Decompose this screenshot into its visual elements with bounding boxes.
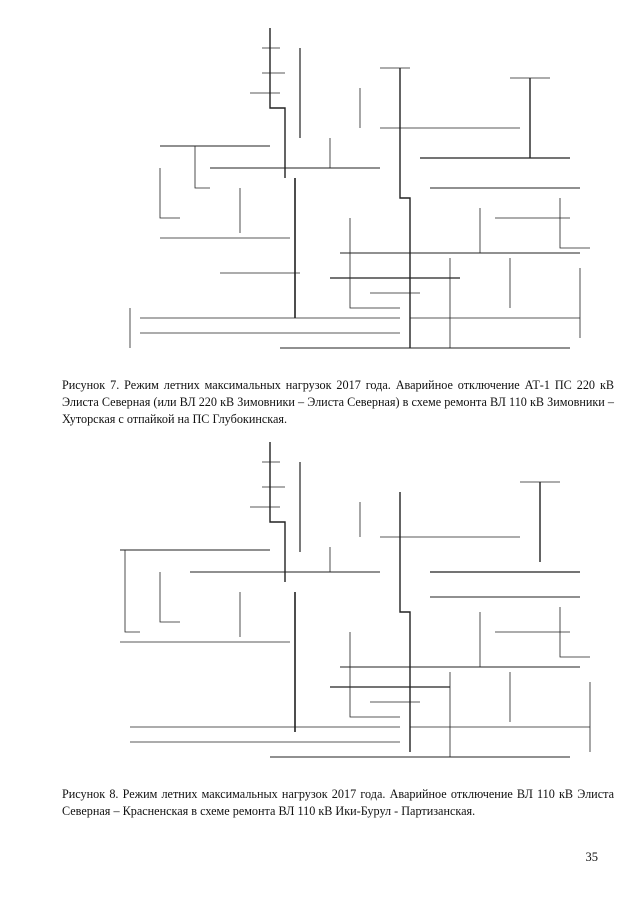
power-grid-diagram-8 <box>120 442 591 758</box>
figure-8-caption: Рисунок 8. Режим летних максимальных наг… <box>62 787 614 818</box>
figure-8-schematic <box>100 432 610 777</box>
page-number: 35 <box>585 850 599 864</box>
figure-7-caption: Рисунок 7. Режим летних максимальных наг… <box>62 378 614 426</box>
figure-7-schematic <box>100 18 610 368</box>
power-grid-diagram-7 <box>129 28 590 349</box>
